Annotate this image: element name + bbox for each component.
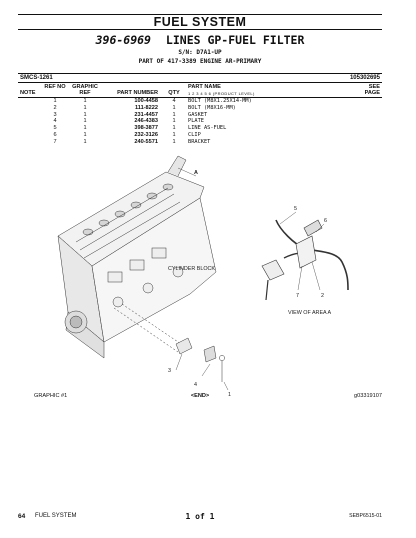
callout-3: 3 <box>168 368 171 374</box>
col-part-number: PART NUMBER <box>117 89 158 96</box>
row-part-number[interactable]: 231-4457 <box>134 111 158 118</box>
fuel-line-parts <box>175 337 225 382</box>
page-number: 64 <box>18 513 26 520</box>
group-title: 396-6969 LINES GP-FUEL FILTER <box>18 33 382 47</box>
row-graphic-ref: 1 <box>83 125 87 132</box>
row-graphic-ref: 1 <box>83 111 87 118</box>
callout-leaders <box>175 167 325 391</box>
row-part-number[interactable]: 240-5571 <box>134 138 158 145</box>
row-graphic-ref: 1 <box>83 138 87 145</box>
graphic-id: GRAPHIC #1 <box>34 393 68 399</box>
doc-code: 105302695 <box>349 75 380 81</box>
col-see-page: SEE PAGE <box>364 84 380 96</box>
row-ref-no: 1 <box>53 98 57 104</box>
row-ref-no: 2 <box>53 104 57 111</box>
row-note <box>18 98 44 105</box>
callout-2: 2 <box>321 293 324 299</box>
col-ref-no: REF NO <box>44 84 66 90</box>
row-ref-no: 3 <box>53 111 57 118</box>
image-code: g03319107 <box>354 393 382 399</box>
table-row: 7 1 240-5571 1 BRACKET <box>18 139 382 146</box>
row-part-name: GASKET <box>188 111 208 118</box>
row-qty: 1 <box>172 131 176 138</box>
row-note <box>18 125 44 132</box>
table-row: 4 1 246-4383 1 PLATE <box>18 118 382 125</box>
row-qty: 1 <box>172 111 176 118</box>
row-part-name: BOLT (M8X1.25X14-MM) <box>188 98 252 104</box>
row-qty: 1 <box>172 125 176 132</box>
table-row: 2 1 111-8222 1 BOLT (M8X16-MM) <box>18 105 382 112</box>
row-graphic-ref: 1 <box>83 118 87 125</box>
row-note <box>18 112 44 119</box>
smcs-row: SMCS-1261 105302695 <box>18 73 382 83</box>
row-graphic-ref: 1 <box>83 98 87 104</box>
part-of-line: PART OF 417-3389 ENGINE AR-PRIMARY <box>138 58 262 65</box>
footer-section: FUEL SYSTEM <box>35 513 77 519</box>
row-part-number[interactable]: 398-3877 <box>134 125 158 132</box>
parts-table: NOTE REF NO GRAPHIC REF PART NUMBER QTY … <box>18 84 382 146</box>
row-part-name: PLATE <box>188 118 204 125</box>
cylinder-block-label: CYLINDER BLOCK <box>168 266 215 272</box>
serial-line: S/N: D7A1-UP <box>178 49 222 56</box>
table-row: 5 1 398-3877 1 LINE AS-FUEL <box>18 125 382 132</box>
group-name: LINES GP-FUEL FILTER <box>165 33 305 47</box>
media-number: SEBP6515-01 <box>349 513 382 519</box>
product-level-scale: 1 2 3 4 5 6 (PRODUCT LEVEL) <box>188 90 255 96</box>
col-part-name: PART NAME 1 2 3 4 5 6 (PRODUCT LEVEL) <box>184 84 352 96</box>
parts-sheet: FUEL SYSTEM 396-6969 LINES GP-FUEL FILTE… <box>18 14 382 146</box>
row-ref-no: 5 <box>53 125 57 132</box>
row-qty: 1 <box>172 118 176 125</box>
view-label: VIEW OF AREA A <box>288 310 332 316</box>
table-row: 3 1 231-4457 1 GASKET <box>18 112 382 119</box>
callout-1: 1 <box>228 392 231 398</box>
row-part-name: BRACKET <box>188 138 211 145</box>
row-part-number[interactable]: 111-8222 <box>134 104 158 111</box>
row-note <box>18 105 44 112</box>
engine-illustration: A 1 2 3 4 5 6 7 CYLINDER BLOCK VIEW OF A… <box>57 155 349 398</box>
row-see-page <box>352 98 382 105</box>
row-see-page <box>352 125 382 132</box>
row-graphic-ref: 1 <box>83 104 87 111</box>
page-footer: 64 FUEL SYSTEM 1 of 1 SEBP6515-01 <box>18 512 382 525</box>
row-ref-no: 7 <box>53 138 57 145</box>
exploded-view-figure: A 1 2 3 4 5 6 7 CYLINDER BLOCK VIEW OF A… <box>18 132 382 402</box>
row-part-number[interactable]: 246-4383 <box>134 118 158 125</box>
table-header: NOTE REF NO GRAPHIC REF PART NUMBER QTY … <box>18 84 382 98</box>
section-title: FUEL SYSTEM <box>153 15 247 29</box>
col-note: NOTE <box>20 89 36 96</box>
row-ref-no: 4 <box>53 118 57 125</box>
row-note <box>18 118 44 125</box>
callout-6: 6 <box>324 218 327 224</box>
row-part-name: CLIP <box>188 131 201 138</box>
row-see-page <box>352 105 382 112</box>
row-part-name: LINE AS-FUEL <box>188 125 227 132</box>
callout-5: 5 <box>294 206 297 212</box>
end-mark: <END> <box>190 393 210 399</box>
callout-7: 7 <box>296 293 299 299</box>
callout-4: 4 <box>194 382 197 388</box>
table-row: 6 1 232-3126 1 CLIP <box>18 132 382 139</box>
callout-a: A <box>194 170 198 176</box>
row-qty: 1 <box>172 104 176 111</box>
row-part-number[interactable]: 100-4458 <box>134 98 158 104</box>
page-of: 1 of 1 <box>185 512 215 521</box>
col-graphic-ref: GRAPHIC REF <box>72 84 98 96</box>
part-name-heading: PART NAME <box>188 84 221 90</box>
view-of-area-a <box>261 219 349 301</box>
row-see-page <box>352 112 382 119</box>
smcs-code: SMCS-1261 <box>20 75 53 81</box>
row-part-number[interactable]: 232-3126 <box>134 131 158 138</box>
row-graphic-ref: 1 <box>83 131 87 138</box>
table-row: 1 1 100-4458 4 BOLT (M8X1.25X14-MM) <box>18 98 382 105</box>
engine-block <box>57 155 217 359</box>
col-qty: QTY <box>168 89 180 96</box>
row-part-name: BOLT (M8X16-MM) <box>188 104 236 111</box>
row-see-page <box>352 118 382 125</box>
row-qty: 4 <box>172 98 176 104</box>
section-title-bar: FUEL SYSTEM <box>18 14 382 30</box>
row-ref-no: 6 <box>53 131 57 138</box>
row-qty: 1 <box>172 138 176 145</box>
group-part-number[interactable]: 396-6969 <box>95 33 151 47</box>
